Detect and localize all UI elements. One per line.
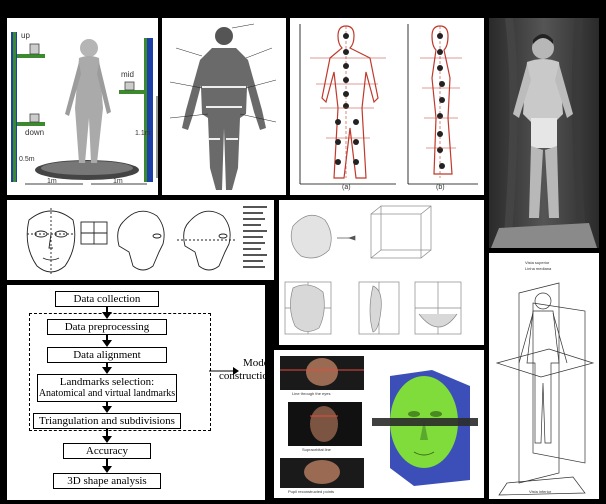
label-b: (b) [436,184,445,191]
body-landmarks-panel [162,18,286,195]
body-curves-diagram [290,18,484,195]
caption-supraorbital: Supraorbital line [302,447,331,452]
face-alignment-rendering [274,350,484,498]
anatomical-planes-panel: Vista superior Linha mediana Vista infer… [489,253,599,499]
person-photo-rendering [489,18,599,248]
body-curves-panel: (a) (b) [290,18,484,195]
label-a: (a) [342,184,351,191]
label-offset: 0.5m [19,156,35,163]
flowchart-panel: Data collection Data preprocessing Data … [7,285,265,500]
label-mid: mid [121,70,134,79]
mesh-cubes-diagram [279,200,484,345]
step-data-alignment: Data alignment [47,347,167,363]
face-alignment-panel: Line through the eyes Supraorbital line … [274,350,484,498]
label-vista-inferior: Vista inferior [529,489,551,494]
standing-person-photo [489,18,599,248]
caption-pupil-points: Pupil reconstructed points [288,489,334,494]
step-label: Data preprocessing [65,321,150,333]
body-landmarks-illustration [162,18,286,195]
label-down: down [25,128,44,137]
step-label: Data collection [74,293,141,305]
scanner-setup-diagram [7,18,158,195]
model-construction-label: Model construction [207,357,265,383]
step-landmarks-selection: Landmarks selection: Anatomical and virt… [37,374,177,402]
step-sublabel: Anatomical and virtual landmarks [38,388,176,400]
construction-label: construction [207,370,265,383]
label-vista-superior: Vista superior [525,260,549,265]
step-3d-shape-analysis: 3D shape analysis [53,473,161,489]
model-label: Model [207,357,265,370]
label-width-right: 1m [113,178,123,185]
anatomical-planes-drawing [489,253,599,499]
step-accuracy: Accuracy [63,443,151,459]
scanner-setup-panel: up mid down 1.1m 0.5m 1m 1m [7,18,158,195]
label-up: up [21,31,30,40]
label-width-left: 1m [47,178,57,185]
label-linha-mediana: Linha mediana [525,266,551,271]
caption-eyes-line: Line through the eyes [292,391,330,396]
head-landmarks-panel [7,200,274,280]
step-data-preprocessing: Data preprocessing [47,319,167,335]
step-label: Landmarks selection: [38,376,176,388]
step-label: Accuracy [86,445,128,457]
step-triangulation: Triangulation and subdivisions [33,413,181,429]
step-data-collection: Data collection [55,291,159,307]
mesh-cubes-panel [279,200,484,345]
step-label: Triangulation and subdivisions [39,415,175,427]
label-height: 1.1m [135,130,151,137]
step-label: 3D shape analysis [67,475,146,487]
head-sketches [7,200,274,280]
step-label: Data alignment [73,349,141,361]
